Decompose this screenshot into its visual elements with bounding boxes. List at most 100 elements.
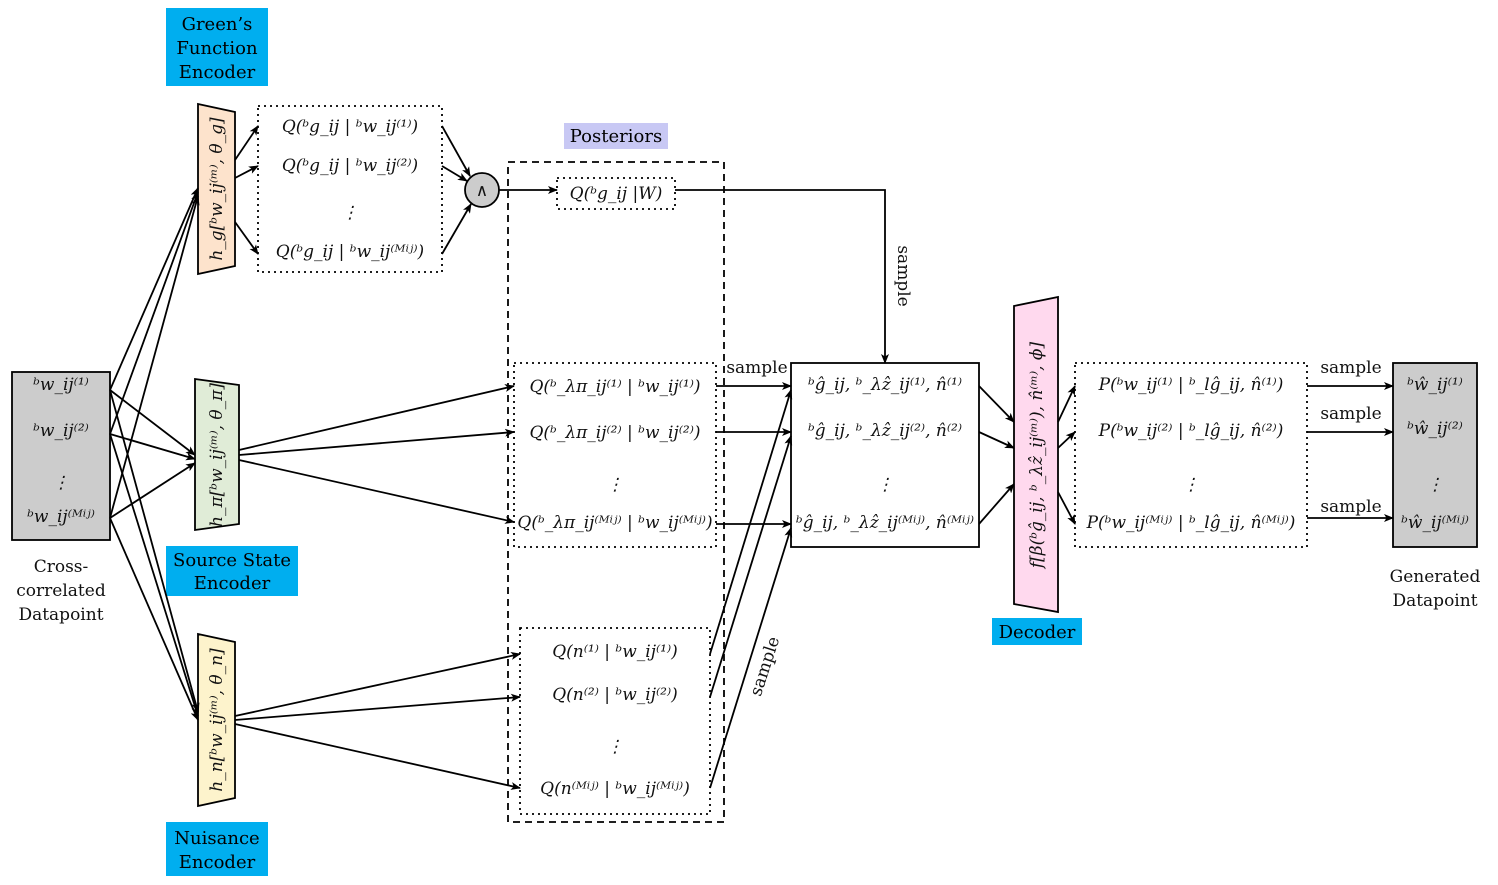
sample-label-output-m: sample bbox=[1320, 497, 1381, 517]
green-encoder-tag-line1: Green’s bbox=[182, 14, 253, 35]
posteriors-tag: Posteriors bbox=[564, 123, 668, 149]
nuisance-encoder: h_n[ᵇw_ij⁽ᵐ⁾, θ_n] bbox=[197, 632, 236, 808]
source-encoder-tag-line2: Encoder bbox=[194, 573, 271, 594]
and-symbol: ∧ bbox=[476, 181, 488, 201]
sample-label-output-1: sample bbox=[1320, 358, 1381, 378]
sample-label-source: sample bbox=[726, 358, 787, 378]
edge-nuisance-post2 bbox=[234, 693, 521, 721]
decoder-tag-label: Decoder bbox=[999, 622, 1076, 643]
green-posterior-2: Q(ᵇg_ij | ᵇw_ij⁽²⁾) bbox=[282, 156, 418, 176]
edge-inputm-source bbox=[109, 462, 196, 519]
decoder-tag: Decoder bbox=[992, 618, 1082, 645]
input-caption-line3: Datapoint bbox=[18, 605, 103, 625]
likelihood-1: P(ᵇw_ij⁽¹⁾ | ᵇ_lĝ_ij, n̂⁽¹⁾) bbox=[1098, 375, 1284, 395]
edge-source-post2 bbox=[238, 428, 515, 456]
output-caption-line1: Generated bbox=[1390, 567, 1481, 587]
sample-label-output-2: sample bbox=[1320, 404, 1381, 424]
edges bbox=[109, 125, 1394, 790]
decoder-function: f[β(ᵇĝ_ij, ᵇ_λẑ_ij⁽ᵐ⁾), n̂⁽ᵐ⁾, ϕ] bbox=[1027, 341, 1047, 570]
nuisance-posterior-1: Q(n⁽¹⁾ | ᵇw_ij⁽¹⁾) bbox=[552, 642, 678, 662]
edge-source-post1 bbox=[238, 384, 515, 451]
combined-posterior-label: Q(ᵇg_ij |W) bbox=[570, 184, 663, 204]
output-datapoint-block: ᵇŵ_ij⁽¹⁾ ᵇŵ_ij⁽²⁾ ⋮ ᵇŵ_ij⁽ᴹⁱʲ⁾ bbox=[1392, 362, 1478, 548]
and-node: ∧ bbox=[464, 172, 500, 208]
green-encoder-tag-line3: Encoder bbox=[179, 62, 256, 83]
edge-green-postm bbox=[234, 221, 259, 255]
input-row-ellipsis: ⋮ bbox=[53, 473, 70, 493]
source-state-encoder: h_π[ᵇw_ij⁽ᵐ⁾, θ_π] bbox=[194, 377, 240, 532]
sample-label-nuisance: sample bbox=[746, 634, 784, 699]
output-caption-line2: Datapoint bbox=[1392, 591, 1477, 611]
decoder-block: f[β(ᵇĝ_ij, ᵇ_λẑ_ij⁽ᵐ⁾), n̂⁽ᵐ⁾, ϕ] bbox=[1013, 295, 1059, 614]
edge-post1-and bbox=[441, 125, 471, 177]
edge-source-postm bbox=[238, 459, 515, 524]
edge-inputm-nuisance bbox=[109, 517, 199, 721]
edge-green-post1 bbox=[234, 125, 259, 161]
likelihood-2: P(ᵇw_ij⁽²⁾ | ᵇ_lĝ_ij, n̂⁽²⁾) bbox=[1098, 421, 1284, 441]
source-posterior-ellipsis: ⋮ bbox=[607, 475, 624, 495]
edge-green-post2 bbox=[234, 165, 259, 179]
nuisance-posterior-m: Q(n⁽ᴹⁱʲ⁾ | ᵇw_ij⁽ᴹⁱʲ⁾) bbox=[540, 779, 690, 799]
output-row-ellipsis: ⋮ bbox=[1427, 475, 1444, 495]
green-encoder-tag: Green’s Function Encoder bbox=[166, 8, 268, 86]
nuisance-encoder-tag: Nuisance Encoder bbox=[166, 822, 268, 876]
edge-input2-source bbox=[109, 433, 196, 461]
edge-input1-nuisance bbox=[109, 389, 200, 713]
edge-decoder-lik1 bbox=[1057, 385, 1076, 423]
source-encoder-tag-line1: Source State bbox=[173, 550, 291, 571]
nuisance-posterior-2: Q(n⁽²⁾ | ᵇw_ij⁽²⁾) bbox=[552, 685, 678, 705]
sample-row-1: ᵇĝ_ij, ᵇ_λẑ_ij⁽¹⁾, n̂⁽¹⁾ bbox=[808, 375, 962, 395]
edge-nuisance-postm bbox=[234, 723, 521, 790]
sample-label-combined: sample bbox=[893, 245, 913, 306]
sample-row-2: ᵇĝ_ij, ᵇ_λẑ_ij⁽²⁾, n̂⁽²⁾ bbox=[808, 421, 962, 441]
edge-npost1-samples bbox=[709, 389, 793, 655]
green-posterior-1: Q(ᵇg_ij | ᵇw_ij⁽¹⁾) bbox=[282, 117, 418, 137]
edge-decoder-likm bbox=[1057, 491, 1076, 525]
green-posterior-ellipsis: ⋮ bbox=[342, 203, 359, 223]
source-posterior-2: Q(ᵇ_λπ_ij⁽²⁾ | ᵇw_ij⁽²⁾) bbox=[529, 423, 700, 443]
likelihoods-block: P(ᵇw_ij⁽¹⁾ | ᵇ_lĝ_ij, n̂⁽¹⁾) P(ᵇw_ij⁽²⁾ … bbox=[1074, 362, 1308, 548]
edge-samples2-decoder bbox=[978, 431, 1015, 449]
green-encoder-tag-line2: Function bbox=[176, 38, 258, 59]
sample-row-m: ᵇĝ_ij, ᵇ_λẑ_ij⁽ᴹⁱʲ⁾, n̂⁽ᴹⁱʲ⁾ bbox=[796, 513, 974, 533]
nuisance-encoder-function: h_n[ᵇw_ij⁽ᵐ⁾, θ_n] bbox=[207, 648, 227, 792]
posteriors-tag-label: Posteriors bbox=[570, 126, 662, 147]
green-encoder-function: h_g[ᵇw_ij⁽ᵐ⁾, θ_g] bbox=[207, 117, 227, 261]
edge-decoder-lik2 bbox=[1057, 431, 1076, 449]
edge-npostm-samples bbox=[709, 527, 793, 789]
likelihood-ellipsis: ⋮ bbox=[1183, 475, 1200, 495]
edge-samples1-decoder bbox=[978, 385, 1015, 423]
edge-npost2-samples bbox=[709, 435, 793, 698]
combined-posterior-block: Q(ᵇg_ij |W) bbox=[556, 177, 676, 210]
input-datapoint-block: ᵇw_ij⁽¹⁾ ᵇw_ij⁽²⁾ ⋮ ᵇw_ij⁽ᴹⁱʲ⁾ bbox=[11, 371, 111, 541]
nuisance-encoder-tag-line1: Nuisance bbox=[174, 828, 259, 849]
edge-input1-source bbox=[109, 389, 196, 456]
nuisance-posteriors-block: Q(n⁽¹⁾ | ᵇw_ij⁽¹⁾) Q(n⁽²⁾ | ᵇw_ij⁽²⁾) ⋮ … bbox=[519, 627, 711, 815]
samples-block: ᵇĝ_ij, ᵇ_λẑ_ij⁽¹⁾, n̂⁽¹⁾ ᵇĝ_ij, ᵇ_λẑ_ij⁽… bbox=[790, 362, 980, 548]
input-row-m: ᵇw_ij⁽ᴹⁱʲ⁾ bbox=[27, 507, 95, 527]
edge-input2-green bbox=[109, 191, 199, 435]
output-row-2: ᵇŵ_ij⁽²⁾ bbox=[1407, 419, 1463, 439]
edge-post2-and bbox=[441, 165, 468, 182]
output-row-1: ᵇŵ_ij⁽¹⁾ bbox=[1407, 375, 1463, 395]
edge-input2-nuisance bbox=[109, 433, 200, 717]
green-function-encoder: h_g[ᵇw_ij⁽ᵐ⁾, θ_g] bbox=[197, 102, 236, 276]
nuisance-encoder-tag-line2: Encoder bbox=[179, 852, 256, 873]
sample-row-ellipsis: ⋮ bbox=[877, 475, 894, 495]
green-posteriors-block: Q(ᵇg_ij | ᵇw_ij⁽¹⁾) Q(ᵇg_ij | ᵇw_ij⁽²⁾) … bbox=[257, 105, 443, 273]
input-caption-line2: correlated bbox=[16, 581, 106, 601]
edge-combined-samples bbox=[675, 189, 889, 364]
likelihood-m: P(ᵇw_ij⁽ᴹⁱʲ⁾ | ᵇ_lĝ_ij, n̂⁽ᴹⁱʲ⁾) bbox=[1086, 513, 1296, 533]
source-posteriors-block: Q(ᵇ_λπ_ij⁽¹⁾ | ᵇw_ij⁽¹⁾) Q(ᵇ_λπ_ij⁽²⁾ | … bbox=[513, 362, 717, 548]
edge-nuisance-post1 bbox=[234, 652, 521, 717]
posteriors-container bbox=[507, 161, 725, 823]
edge-inputm-green bbox=[109, 195, 200, 519]
source-posterior-1: Q(ᵇ_λπ_ij⁽¹⁾ | ᵇw_ij⁽¹⁾) bbox=[529, 377, 700, 397]
input-row-1: ᵇw_ij⁽¹⁾ bbox=[33, 375, 89, 395]
source-posterior-m: Q(ᵇ_λπ_ij⁽ᴹⁱʲ⁾ | ᵇw_ij⁽ᴹⁱʲ⁾) bbox=[517, 513, 712, 533]
nuisance-posterior-ellipsis: ⋮ bbox=[607, 737, 624, 757]
edge-postm-and bbox=[441, 203, 472, 255]
input-caption-line1: Cross- bbox=[34, 557, 89, 577]
input-row-2: ᵇw_ij⁽²⁾ bbox=[33, 421, 89, 441]
